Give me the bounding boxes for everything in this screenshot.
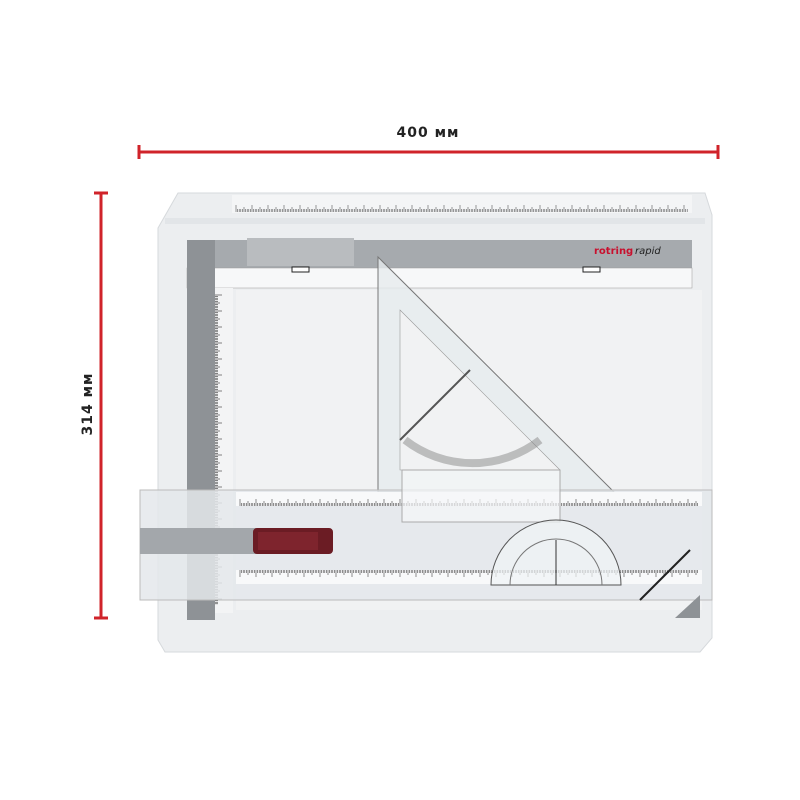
clip	[291, 266, 310, 273]
model-name: rapid	[635, 246, 661, 257]
top-ruler-ticks	[235, 205, 688, 212]
width-dimension-line	[137, 145, 720, 159]
top-ruler-strip	[232, 195, 692, 213]
corner-stop	[675, 595, 700, 618]
grip-pad	[247, 238, 354, 266]
height-dimension-line	[94, 191, 108, 620]
clip	[582, 266, 601, 273]
height-label: 314 мм	[80, 372, 96, 436]
magnifier-strip	[401, 469, 561, 523]
slider-arm	[140, 528, 260, 554]
width-label: 400 мм	[396, 125, 460, 141]
brand-logo: rotring	[594, 246, 634, 257]
